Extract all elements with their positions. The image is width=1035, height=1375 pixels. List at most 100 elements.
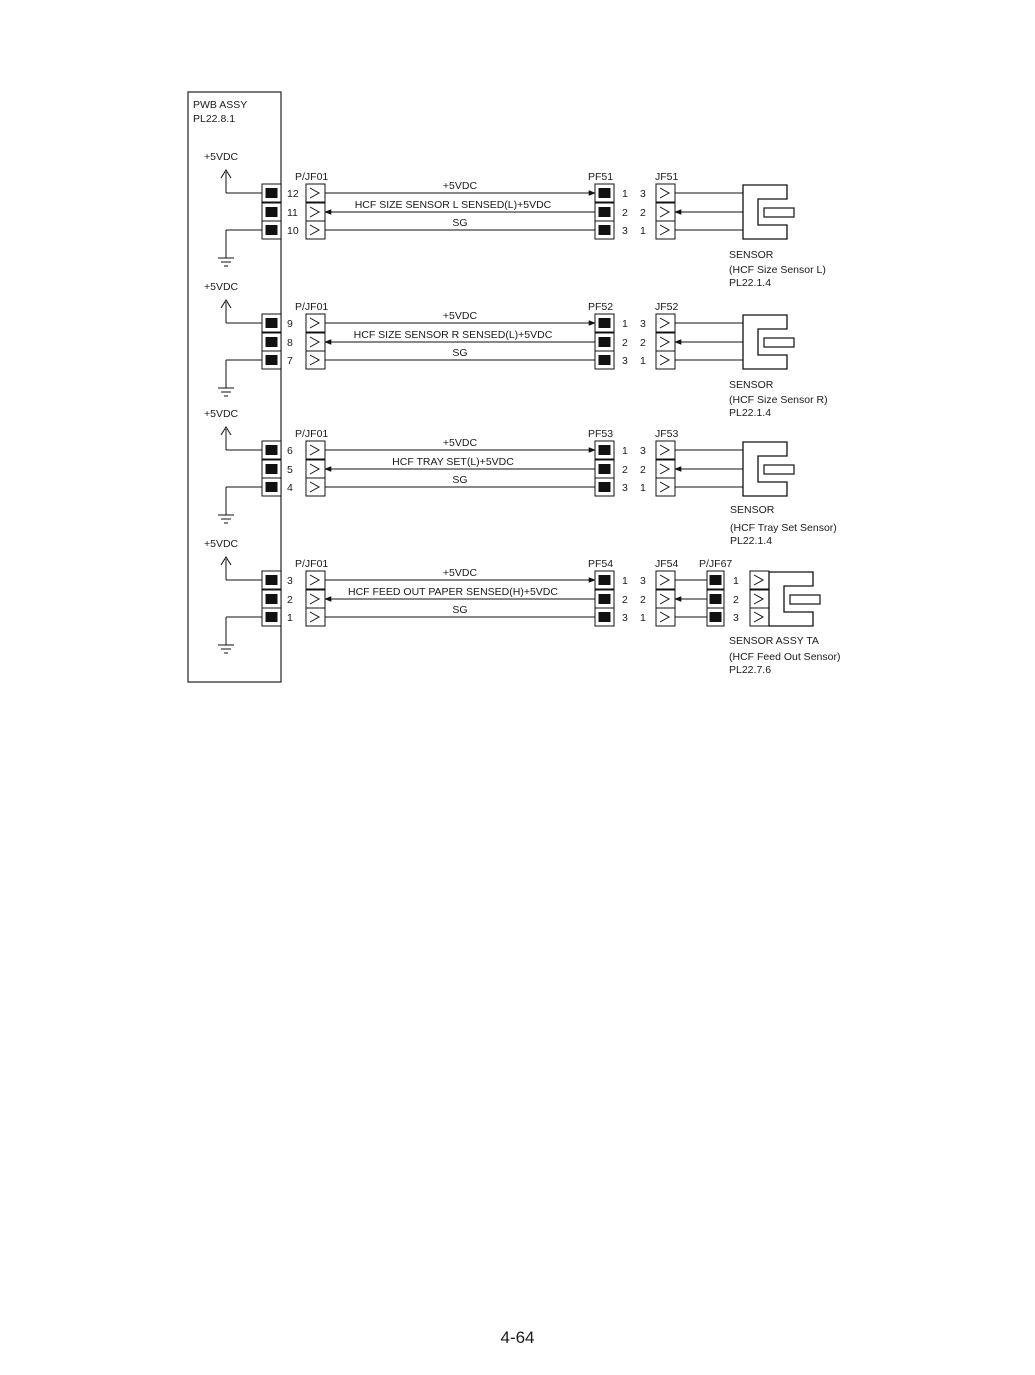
board-plug-pin	[265, 318, 278, 328]
signal-label: SG	[452, 347, 467, 359]
mid-jack-contact	[659, 463, 671, 475]
extra-jack-contact	[753, 593, 765, 605]
mid-jack-cell	[655, 570, 676, 590]
supply-arrow	[220, 299, 232, 309]
sensor-name: SENSOR	[729, 249, 774, 261]
mid-jack-cell	[655, 183, 676, 203]
signal-label: SG	[452, 604, 467, 616]
board-plug-pin	[265, 464, 278, 474]
mid-jack-label: JF51	[655, 171, 679, 183]
extra-jack-cell	[749, 589, 770, 609]
supply-arrow	[220, 556, 232, 566]
mid-plug-pin	[598, 225, 611, 235]
mid-jack-contact	[659, 611, 671, 623]
board-jack-cell	[305, 440, 326, 460]
board-jack-contact	[309, 481, 321, 493]
mid-plug-pin-number: 1	[622, 445, 628, 457]
mid-plug-pin-number: 1	[622, 318, 628, 330]
mid-plug-pin	[598, 207, 611, 217]
board-jack-contact	[309, 206, 321, 218]
board-jack-contact	[309, 354, 321, 366]
signal-label: +5VDC	[443, 180, 478, 192]
sensor-description: (HCF Tray Set Sensor)	[730, 522, 837, 534]
signal-label: HCF TRAY SET(L)+5VDC	[392, 456, 514, 468]
board-plug-pin	[265, 188, 278, 198]
sensor-actuator	[763, 207, 795, 218]
pwb-title: PWB ASSY	[193, 99, 247, 111]
sensor-description: (HCF Size Sensor L)	[729, 264, 826, 276]
mid-plug-pin-number: 2	[622, 594, 628, 606]
board-pin-number: 12	[287, 188, 299, 200]
board-jack-contact	[309, 463, 321, 475]
mid-plug-label: PF54	[588, 558, 613, 570]
board-plug-pin	[265, 594, 278, 604]
mid-plug-pin-number: 1	[622, 188, 628, 200]
signal-label: +5VDC	[443, 437, 478, 449]
page-number: 4-64	[500, 1328, 535, 1347]
signal-label: HCF FEED OUT PAPER SENSED(H)+5VDC	[348, 586, 558, 598]
mid-plug-pin	[598, 594, 611, 604]
board-jack-contact	[309, 574, 321, 586]
mid-plug-pin	[598, 464, 611, 474]
mid-jack-pin-number: 2	[640, 594, 646, 606]
mid-jack-pin-number: 2	[640, 337, 646, 349]
extra-pin-number: 3	[733, 612, 739, 624]
board-jack-cell	[305, 589, 326, 609]
mid-jack-pin-number: 3	[640, 318, 646, 330]
sensor-name: SENSOR	[730, 504, 775, 516]
mid-jack-cell	[655, 350, 676, 370]
board-jack-contact	[309, 336, 321, 348]
board-jack-contact	[309, 187, 321, 199]
sensor-ref: PL22.1.4	[730, 535, 772, 547]
mid-plug-pin-number: 2	[622, 464, 628, 476]
mid-jack-pin-number: 1	[640, 612, 646, 624]
mid-jack-cell	[655, 589, 676, 609]
mid-jack-cell	[655, 313, 676, 333]
board-pin-number: 5	[287, 464, 293, 476]
mid-plug-label: PF53	[588, 428, 613, 440]
board-connector-label: P/JF01	[295, 171, 328, 183]
board-jack-cell	[305, 477, 326, 497]
supply-label: +5VDC	[204, 408, 239, 420]
supply-label: +5VDC	[204, 281, 239, 293]
supply-label: +5VDC	[204, 538, 239, 550]
board-jack-contact	[309, 593, 321, 605]
sensor-body	[742, 441, 788, 497]
mid-plug-pin-number: 3	[622, 482, 628, 494]
board-plug-pin	[265, 482, 278, 492]
mid-jack-cell	[655, 440, 676, 460]
mid-plug-pin-number: 2	[622, 207, 628, 219]
board-plug-pin	[265, 445, 278, 455]
sensor-body	[768, 571, 814, 627]
mid-jack-contact	[659, 206, 671, 218]
board-jack-cell	[305, 570, 326, 590]
mid-jack-contact	[659, 444, 671, 456]
board-pin-number: 11	[287, 207, 298, 219]
mid-jack-pin-number: 2	[640, 464, 646, 476]
board-pin-number: 10	[287, 225, 299, 237]
signal-label: +5VDC	[443, 567, 478, 579]
mid-plug-label: PF52	[588, 301, 613, 313]
board-jack-cell	[305, 313, 326, 333]
sensor-description: (HCF Size Sensor R)	[729, 394, 828, 406]
board-plug-pin	[265, 337, 278, 347]
mid-jack-contact	[659, 224, 671, 236]
board-plug-pin	[265, 207, 278, 217]
extra-plug-pin	[709, 594, 722, 604]
board-pin-number: 2	[287, 594, 293, 606]
board-jack-cell	[305, 183, 326, 203]
board-pin-number: 8	[287, 337, 293, 349]
mid-plug-pin-number: 2	[622, 337, 628, 349]
mid-jack-pin-number: 1	[640, 355, 646, 367]
mid-jack-label: JF54	[655, 558, 679, 570]
mid-plug-pin-number: 3	[622, 612, 628, 624]
extra-jack-contact	[753, 574, 765, 586]
supply-arrow	[220, 426, 232, 436]
mid-plug-pin	[598, 337, 611, 347]
mid-jack-contact	[659, 593, 671, 605]
board-jack-contact	[309, 611, 321, 623]
mid-jack-contact	[659, 354, 671, 366]
